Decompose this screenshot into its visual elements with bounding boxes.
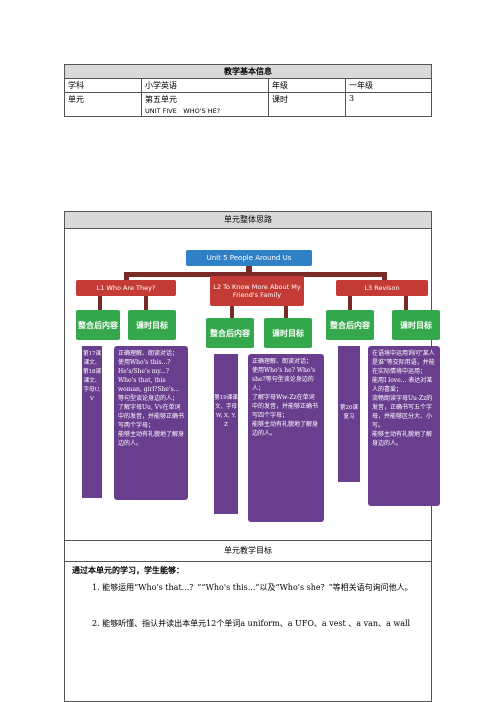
l1-goal-label: 课时目标 <box>128 310 176 340</box>
l2-goal-item: 正确理解、朗读对话； <box>252 358 313 365</box>
connector <box>126 272 384 277</box>
l3-content-box: 第20课复习 <box>338 346 360 482</box>
l1-goal-box: 正确理解、朗读对话； 使用Who's this...?He's/She's my… <box>114 346 188 500</box>
connector <box>284 306 288 318</box>
unit-label: 单元 <box>64 92 142 117</box>
l1-content-box: 第17课课文、第18课课文、字母U, V <box>82 346 102 498</box>
l2-content-box: 第19课课文、字母W, X, Y, Z <box>214 354 238 514</box>
connector <box>246 266 252 276</box>
l1-goal-item: 了解字母Uu, Vv在单词中的发音，并能够正确书写两个字母； <box>118 404 185 429</box>
unit-goal-item-2: 2. 能够听懂、指认并读出本单元12个单词a uniform、a UFO、a v… <box>92 619 411 628</box>
subject-value: 小学英语 <box>141 78 269 93</box>
connector <box>98 296 102 310</box>
l3-goal-box: 在语境中运用询问"某人是谁"等交际用语，并能在实际情境中运用； 能用I love… <box>368 346 440 506</box>
l1-goal-item: 使用Who's this...?He's/She's my...?Who's t… <box>118 359 180 402</box>
l1-goal-item: 正确理解、朗读对话； <box>118 350 179 357</box>
lesson-3-box: L3 Revison <box>336 280 428 296</box>
l2-goal-box: 正确理解、朗读对话； 使用Who's he? Who's she?等句型谈论身边… <box>248 354 324 522</box>
unit-goal-item-1: 1. 能够运用“Who's that...？”“Who's this...”以及… <box>92 583 413 592</box>
lesson-2-box: L2 To Know More About My Friend's Family <box>210 276 304 306</box>
l1-goal-item: 能够主动有礼貌地了解身边的人。 <box>118 431 185 447</box>
connector <box>124 272 129 282</box>
l3-integrated-label: 整合后内容 <box>326 310 374 340</box>
divider <box>64 540 432 541</box>
unit-goals-intro: 通过本单元的学习，学生能够： <box>72 565 184 575</box>
l2-goal-item: 了解字母Ww-Zz在单词中的发音，并能够正确书写四个字母； <box>252 394 319 419</box>
hours-value: 3 <box>345 92 432 117</box>
unit-value-line1: 第五单元 <box>145 95 177 104</box>
connector <box>144 296 148 310</box>
l2-goal-item: 能够主动有礼貌地了解身边的人。 <box>252 421 319 437</box>
l3-goal-item: 能用I love... 表达对某人的喜爱； <box>372 377 433 393</box>
unit-value: 第五单元 UNIT FIVE WHO'S HE? <box>141 92 269 117</box>
connector <box>348 296 352 310</box>
grade-value: 一年级 <box>345 78 432 93</box>
l3-goal-item: 在语境中运用询问"某人是谁"等交际用语，并能在实际情境中运用； <box>372 350 435 375</box>
l1-integrated-label: 整合后内容 <box>76 310 120 340</box>
l2-goal-label: 课时目标 <box>264 318 312 348</box>
diagram-root: Unit 5 People Around Us <box>186 250 312 266</box>
divider <box>64 228 432 229</box>
connector <box>404 296 408 310</box>
l3-goal-item: 流畅朗读字母Uu-Zz的发音，正确书写五个字母，并能够区分大、小写。 <box>372 395 433 429</box>
basic-info-title: 教学基本信息 <box>64 64 432 79</box>
divider <box>64 561 432 562</box>
unit-goals-title: 单元教学目标 <box>224 546 272 555</box>
basic-info-table: 教学基本信息 学科 小学英语 年级 一年级 单元 第五单元 UNIT FIVE … <box>64 64 432 117</box>
l2-goal-item: 使用Who's he? Who's she?等句型谈论身边的人； <box>252 367 316 392</box>
hours-label: 课时 <box>268 92 346 117</box>
connector <box>382 272 387 282</box>
grade-label: 年级 <box>268 78 346 93</box>
connector <box>230 306 234 318</box>
l2-integrated-label: 整合后内容 <box>206 318 254 348</box>
unit-thinking-title: 单元整体思路 <box>65 212 431 228</box>
l3-goal-label: 课时目标 <box>392 310 440 340</box>
lesson-1-box: L1 Who Are They? <box>76 280 176 296</box>
l3-goal-item: 能够主动有礼貌地了解身边的人。 <box>372 431 433 447</box>
subject-label: 学科 <box>64 78 142 93</box>
unit-value-line2: UNIT FIVE WHO'S HE? <box>145 107 221 115</box>
